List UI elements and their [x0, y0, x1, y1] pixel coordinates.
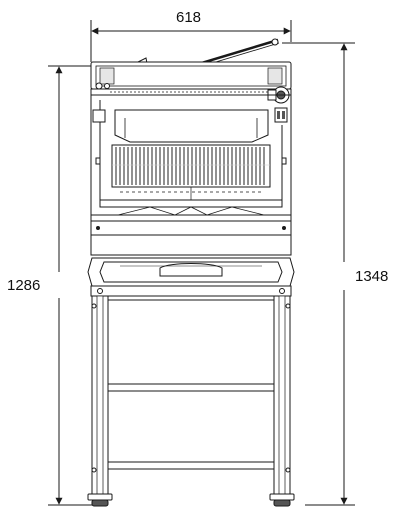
- stand-top: [90, 285, 292, 297]
- output-tray: [87, 257, 295, 287]
- stand-height-dimension-label: 1286: [7, 277, 41, 294]
- bread-slicer: [87, 38, 295, 507]
- bread-guide: [114, 109, 269, 143]
- stand-legs: [91, 288, 291, 497]
- blades: [115, 147, 265, 185]
- middle-crossbar: [107, 383, 275, 392]
- dimension-width: [90, 20, 292, 62]
- width-dimension-label: 618: [176, 9, 202, 26]
- lower-guard: [99, 199, 283, 208]
- bottom-crossbar: [107, 461, 275, 470]
- total-height-dimension-label: 1348: [355, 268, 389, 285]
- dimension-height-stand: [48, 65, 96, 506]
- feet: [87, 493, 295, 507]
- control-knob: [267, 86, 290, 123]
- dimension-height-total: [282, 42, 355, 506]
